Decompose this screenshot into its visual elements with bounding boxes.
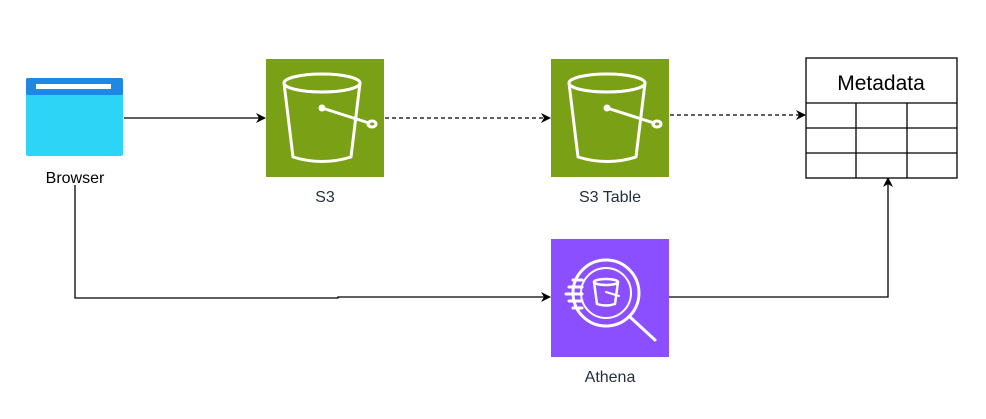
bucket-pin — [318, 104, 326, 112]
bucket-icon — [567, 72, 663, 163]
edge-athena-to-metadata — [669, 177, 893, 298]
s3-tile — [266, 59, 384, 177]
bucket-pin — [603, 104, 611, 112]
s3-table-label: S3 Table — [579, 189, 641, 206]
edge-browser-to-athena — [74, 185, 551, 302]
metadata-node[interactable]: Metadata — [805, 57, 958, 179]
metadata-grid — [806, 102, 957, 178]
athena-magnifier-icon — [564, 258, 657, 342]
browser-label: Browser — [46, 170, 105, 187]
athena-node[interactable]: Athena — [551, 239, 669, 386]
browser-node[interactable]: Browser — [26, 78, 123, 187]
athena-tile — [551, 239, 669, 357]
s3-table-tile — [551, 59, 669, 177]
metadata-title: Metadata — [837, 72, 925, 95]
s3-label: S3 — [315, 189, 335, 206]
s3-node[interactable]: S3 — [266, 59, 384, 206]
browser-window-icon — [26, 78, 123, 156]
athena-label: Athena — [585, 369, 636, 386]
edges — [74, 110, 893, 302]
bucket-icon — [282, 72, 378, 163]
metadata-table-frame — [805, 57, 958, 179]
s3-table-node[interactable]: S3 Table — [551, 59, 669, 206]
